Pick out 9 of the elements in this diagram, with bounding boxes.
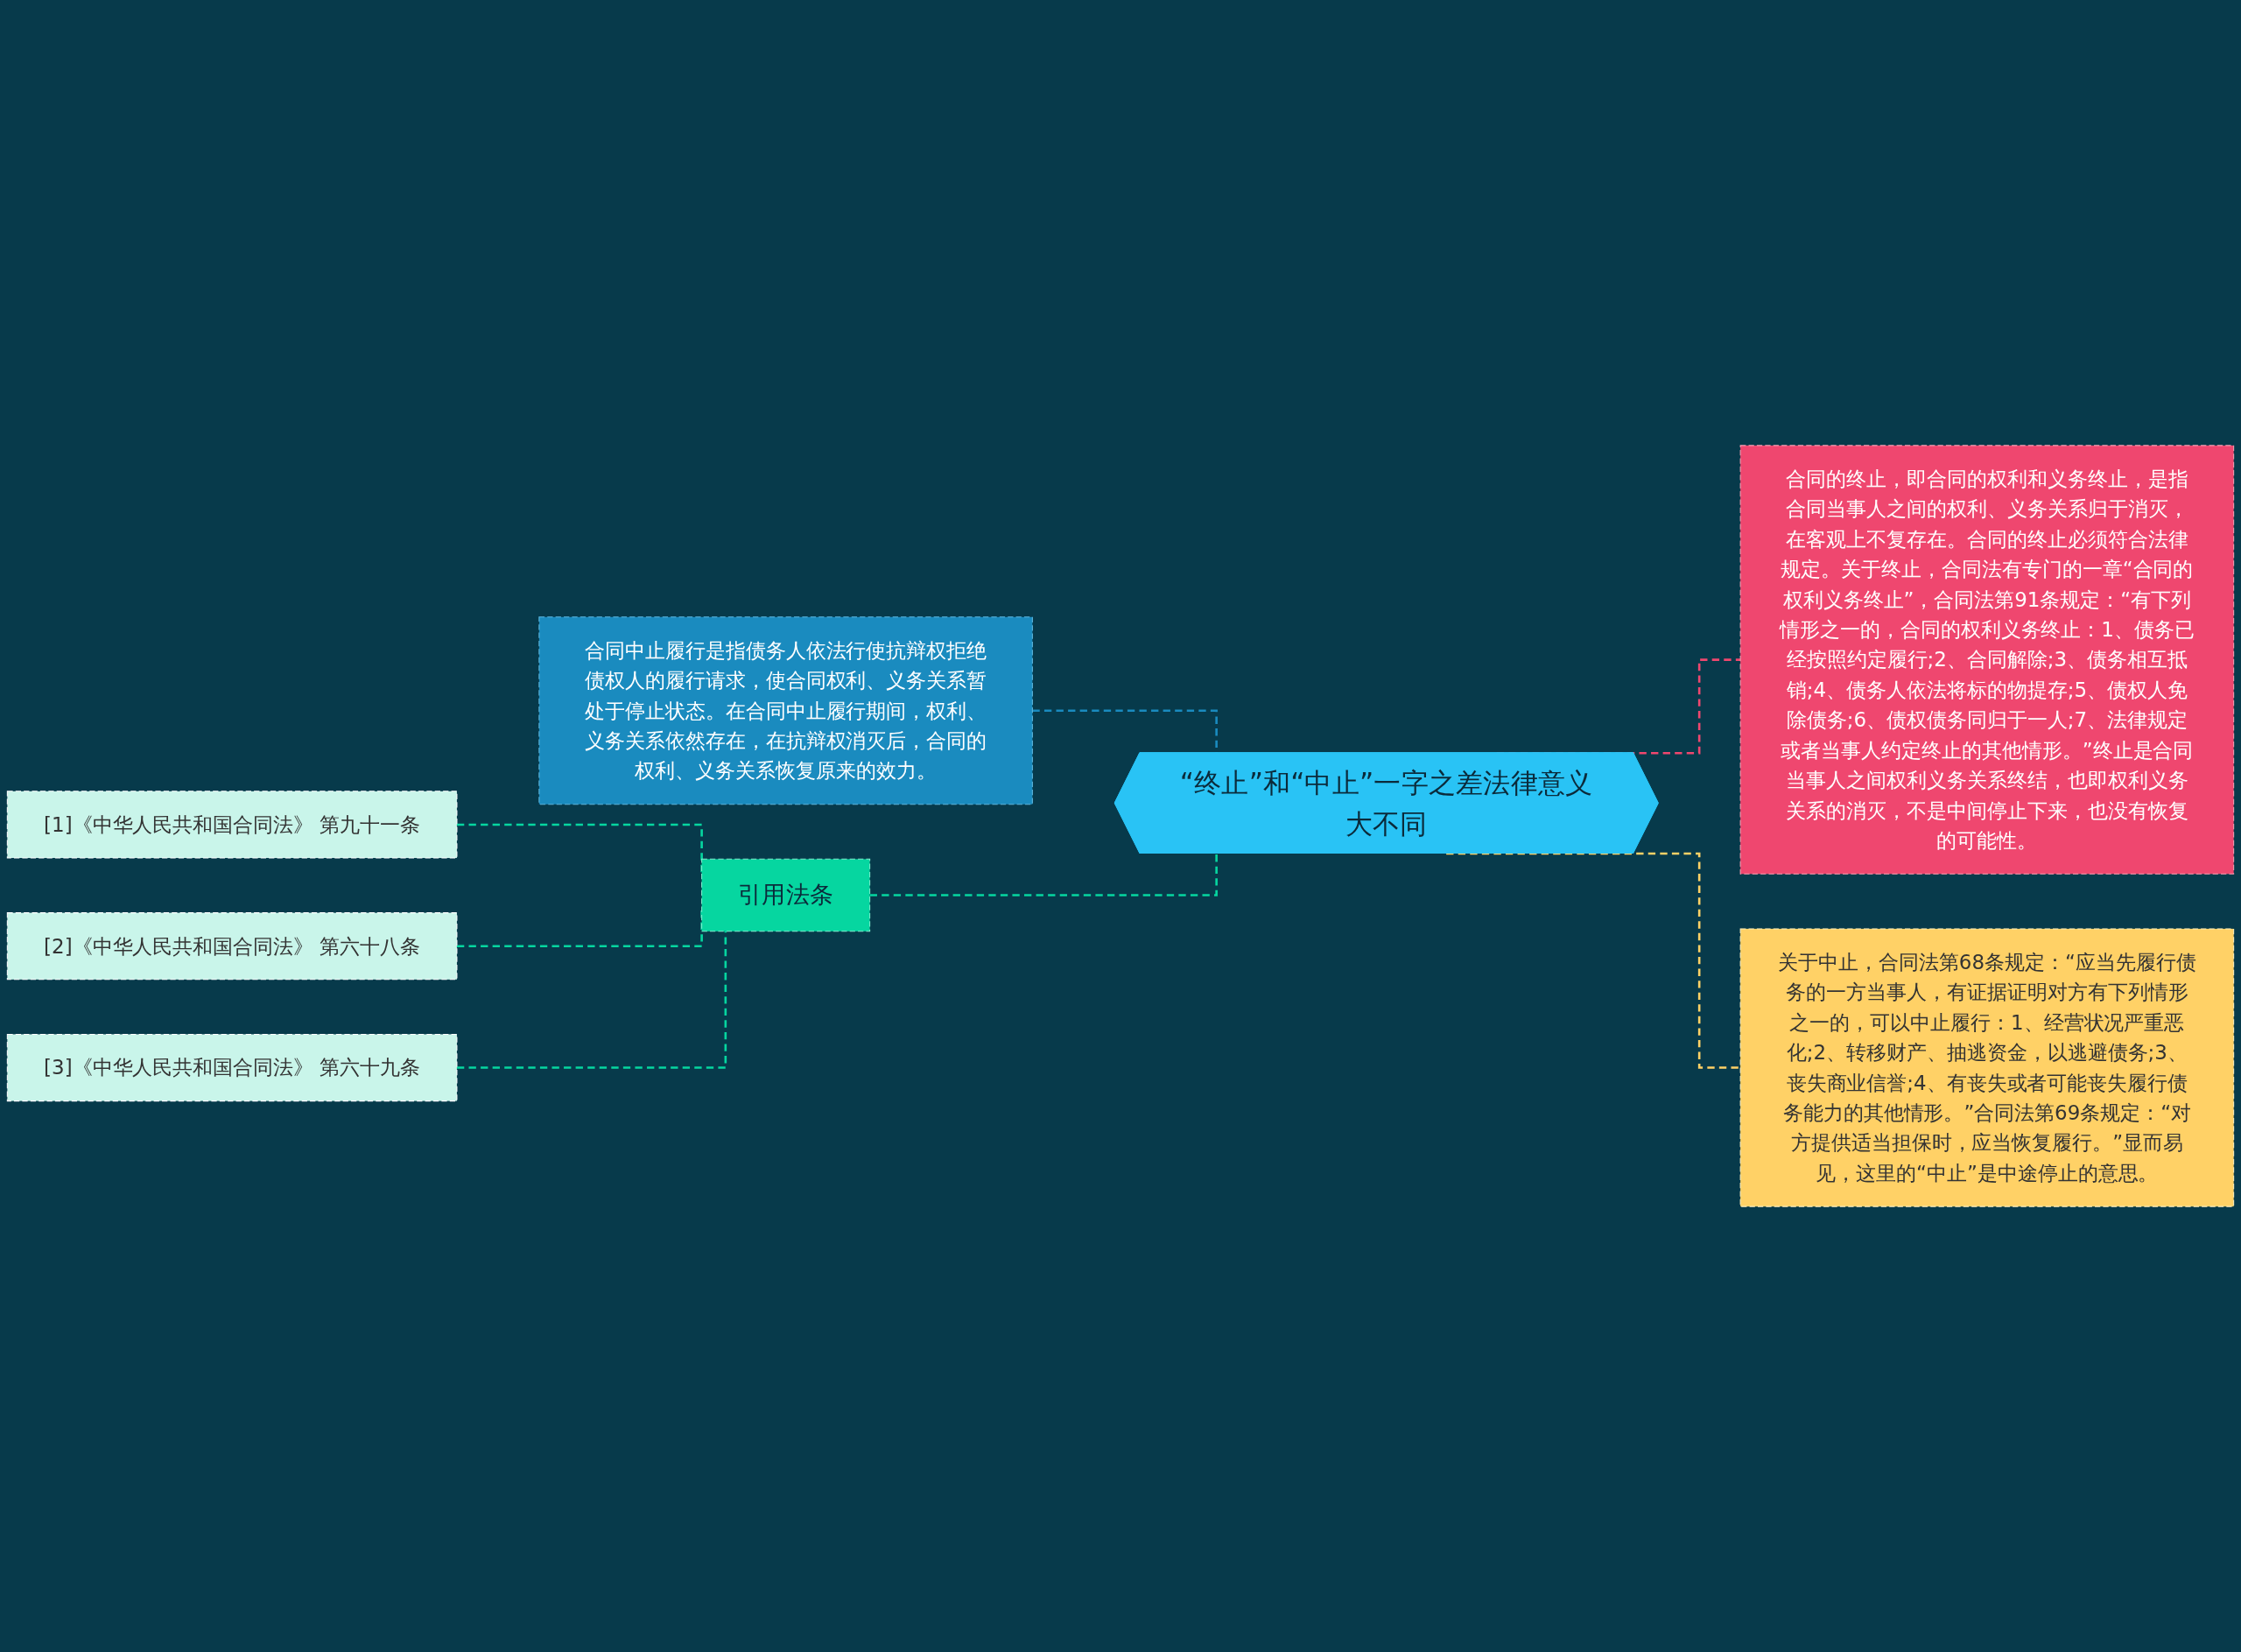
node-box: 引用法条	[701, 858, 871, 932]
connector	[456, 931, 727, 1069]
node-box: [3]《中华人民共和国合同法》 第六十九条	[6, 1033, 458, 1102]
node-box: [2]《中华人民共和国合同法》 第六十八条	[6, 912, 458, 981]
node-box: 合同的终止，即合同的权利和义务终止，是指合同当事人之间的权利、义务关系归于消灭，在客观上不复存在。合同的终止必须符合法律规定。关于终止，合同法有专门的一章“合同的权利义务终止”，合同法第91条规定：“有下列情形之一的，合同的权利义务终止：1、债务已经按照约定履行;2、合同解除;3、债务相互抵销;4、债务人依法将标的物提存;5、债权人免除债务;6、债权债务同归于一人;7、法律规定或者当事人约定终止的其他情形。”终止是合同当事人之间权利义务关系终结，也即权利义务关系的消灭，不是中间停止下来，也没有恢复的可能性。	[1739, 445, 2235, 875]
node-box: 关于中止，合同法第68条规定：“应当先履行债务的一方当事人，有证据证明对方有下列情形之一的，可以中止履行：1、经营状况严重恶化;2、转移财产、抽逃资金，以逃避债务;3、丧失商业信誉;4、有丧失或者可能丧失履行债务能力的其他情形。”合同法第69条规定：“对方提供适当担保时，应当恢复履行。”显而易见，这里的“中止”是中途停止的意思。	[1739, 928, 2235, 1207]
connector	[869, 854, 1218, 896]
node-box: 合同中止履行是指债务人依法行使抗辩权拒绝债权人的履行请求，使合同权利、义务关系暂处于停止状态。在合同中止履行期间，权利、义务关系依然存在，在抗辩权消灭后，合同的权利、义务关系恢复原来的效力。	[538, 616, 1033, 805]
node-box: [1]《中华人民共和国合同法》 第九十一条	[6, 791, 458, 859]
